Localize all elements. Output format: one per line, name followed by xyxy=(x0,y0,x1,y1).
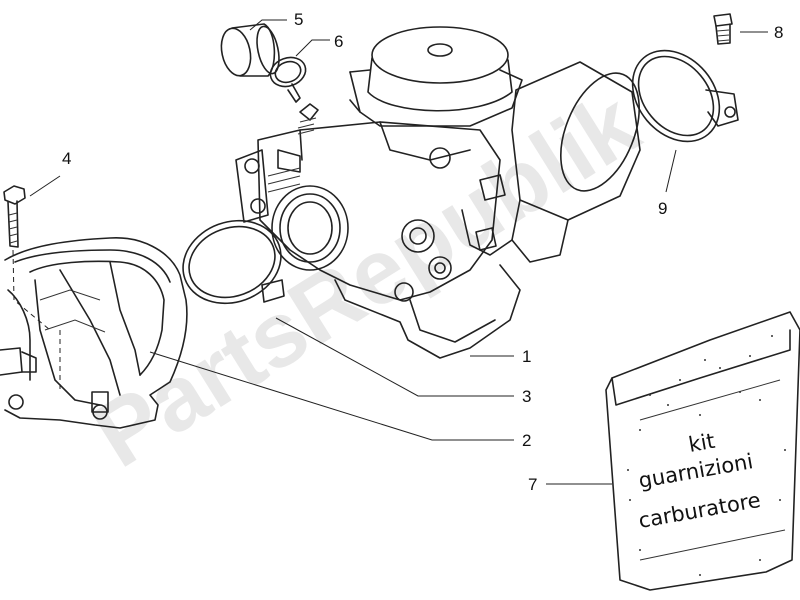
callout-6: 6 xyxy=(334,32,343,51)
leader-lines xyxy=(29,19,768,485)
callout-8: 8 xyxy=(774,23,783,42)
intake-manifold-part-2 xyxy=(0,237,188,429)
leader-5 xyxy=(249,19,287,31)
callout-3: 3 xyxy=(522,387,531,406)
clip-part-6 xyxy=(269,56,307,103)
bag-speckle-texture xyxy=(627,335,786,576)
leader-2 xyxy=(149,351,514,441)
callout-4: 4 xyxy=(62,149,71,168)
kit-label-line-1: kit xyxy=(687,429,717,457)
leader-4 xyxy=(29,175,61,197)
kit-label-line-3: carburatore xyxy=(637,488,763,533)
leader-3 xyxy=(275,317,514,397)
sleeve-part-5 xyxy=(220,23,280,77)
callout-1: 1 xyxy=(522,347,531,366)
carburettor-part-1 xyxy=(235,26,641,359)
leader-9 xyxy=(665,149,677,193)
bolt-part-4 xyxy=(3,185,51,331)
callout-7: 7 xyxy=(528,475,537,494)
screw-part-8 xyxy=(713,13,733,45)
clamp-part-3 xyxy=(182,219,285,305)
band-part-9 xyxy=(631,49,739,143)
leader-6 xyxy=(295,39,330,57)
gasket-kit-bag-part-7: kit guarnizioni carburatore xyxy=(605,311,800,591)
watermark-text: PartsRepublik xyxy=(77,72,656,487)
callout-5: 5 xyxy=(294,10,303,29)
callout-9: 9 xyxy=(658,199,667,218)
callout-2: 2 xyxy=(522,431,531,450)
